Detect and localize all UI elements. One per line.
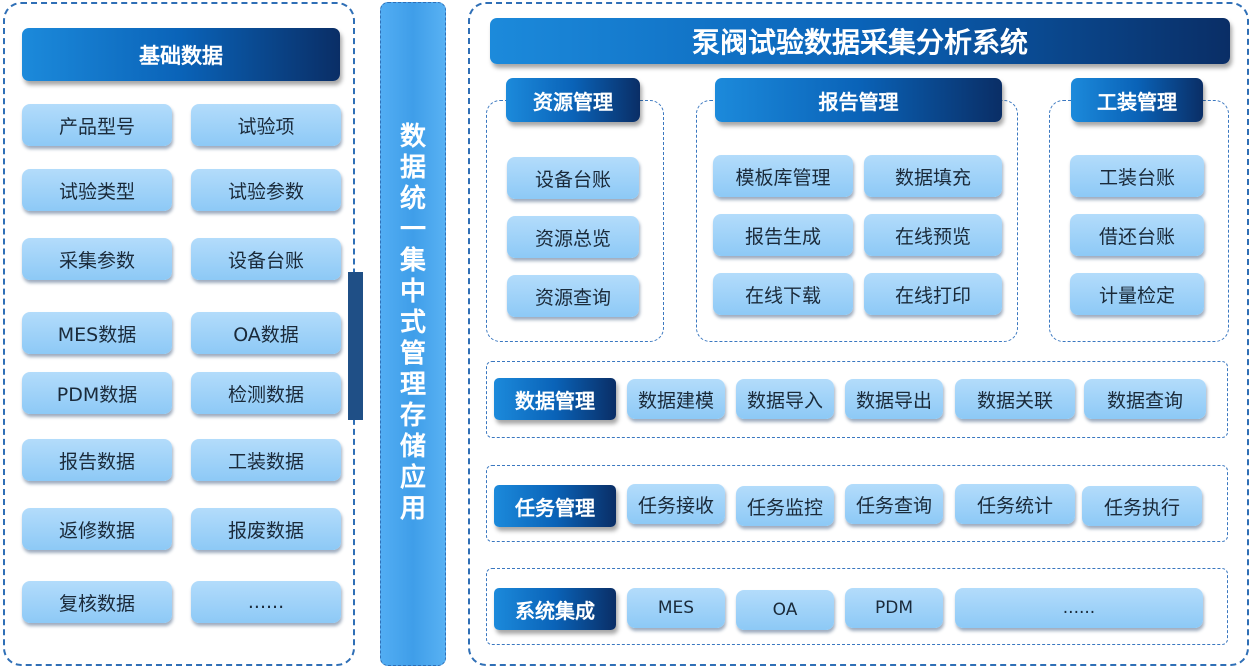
resource-header: 资源管理 xyxy=(506,78,640,122)
report-item-template-library[interactable]: 模板库管理 xyxy=(713,155,853,197)
report-item-download[interactable]: 在线下载 xyxy=(713,273,853,315)
basic-item-repair-data[interactable]: 返修数据 xyxy=(22,508,172,550)
data-item-query[interactable]: 数据查询 xyxy=(1084,379,1206,419)
data-mgmt-row xyxy=(486,361,1228,438)
strip-char: 数 xyxy=(399,122,426,152)
resource-item-overview[interactable]: 资源总览 xyxy=(507,216,639,258)
panel-divider xyxy=(348,272,363,420)
data-item-export[interactable]: 数据导出 xyxy=(845,379,943,419)
basic-item-more[interactable]: ...... xyxy=(191,581,341,623)
strip-char: 式 xyxy=(399,308,426,338)
integration-header: 系统集成 xyxy=(494,588,616,630)
basic-item-test-type[interactable]: 试验类型 xyxy=(22,169,172,211)
task-item-receive[interactable]: 任务接收 xyxy=(627,484,725,524)
strip-char: 储 xyxy=(399,432,426,462)
basic-item-pdm-data[interactable]: PDM数据 xyxy=(22,372,172,414)
basic-item-review-data[interactable]: 复核数据 xyxy=(22,581,172,623)
basic-item-oa-data[interactable]: OA数据 xyxy=(191,312,341,354)
data-mgmt-header: 数据管理 xyxy=(494,378,616,420)
basic-item-mes-data[interactable]: MES数据 xyxy=(22,312,172,354)
strip-char: 集 xyxy=(399,246,426,276)
resource-item-equipment-ledger[interactable]: 设备台账 xyxy=(507,157,639,199)
data-item-modeling[interactable]: 数据建模 xyxy=(627,379,725,419)
data-item-import[interactable]: 数据导入 xyxy=(736,379,834,419)
task-mgmt-header: 任务管理 xyxy=(494,485,616,527)
tooling-item-ledger[interactable]: 工装台账 xyxy=(1070,155,1204,197)
report-item-generate[interactable]: 报告生成 xyxy=(713,214,853,256)
basic-data-header: 基础数据 xyxy=(22,28,340,81)
task-item-execute[interactable]: 任务执行 xyxy=(1082,486,1202,526)
basic-item-test-item[interactable]: 试验项 xyxy=(191,104,341,146)
strip-char: 统 xyxy=(399,184,426,214)
system-panel xyxy=(468,2,1249,666)
tooling-header: 工装管理 xyxy=(1071,78,1203,122)
strip-char: 应 xyxy=(399,463,426,493)
strip-char: 据 xyxy=(399,153,426,183)
system-title: 泵阀试验数据采集分析系统 xyxy=(490,18,1230,64)
basic-item-test-params[interactable]: 试验参数 xyxy=(191,169,341,211)
strip-char: 用 xyxy=(399,494,426,524)
unified-storage-label: 数 据 统 一 集 中 式 管 理 存 储 应 用 xyxy=(380,122,446,525)
report-item-preview[interactable]: 在线预览 xyxy=(864,214,1002,256)
basic-item-scrap-data[interactable]: 报废数据 xyxy=(191,508,341,550)
basic-item-collect-params[interactable]: 采集参数 xyxy=(22,238,172,280)
strip-char: 存 xyxy=(399,401,426,431)
integration-row xyxy=(486,568,1228,645)
task-mgmt-row xyxy=(486,465,1228,542)
data-item-association[interactable]: 数据关联 xyxy=(955,379,1075,419)
basic-item-product-model[interactable]: 产品型号 xyxy=(22,104,172,146)
tooling-item-borrow-return[interactable]: 借还台账 xyxy=(1070,214,1204,256)
strip-char: 一 xyxy=(399,215,426,245)
report-item-data-fill[interactable]: 数据填充 xyxy=(864,155,1002,197)
task-item-statistics[interactable]: 任务统计 xyxy=(955,484,1075,524)
basic-item-equipment-ledger[interactable]: 设备台账 xyxy=(191,238,341,280)
strip-char: 理 xyxy=(399,370,426,400)
integration-item-mes[interactable]: MES xyxy=(627,588,725,628)
report-header: 报告管理 xyxy=(715,78,1002,122)
basic-item-report-data[interactable]: 报告数据 xyxy=(22,439,172,481)
tooling-item-calibration[interactable]: 计量检定 xyxy=(1070,273,1204,315)
task-item-monitor[interactable]: 任务监控 xyxy=(736,486,834,526)
unified-storage-strip xyxy=(380,2,446,666)
resource-item-query[interactable]: 资源查询 xyxy=(507,275,639,317)
basic-item-tooling-data[interactable]: 工装数据 xyxy=(191,439,341,481)
task-item-query[interactable]: 任务查询 xyxy=(845,484,943,524)
integration-item-more[interactable]: ...... xyxy=(955,588,1203,628)
integration-item-oa[interactable]: OA xyxy=(736,590,834,630)
integration-item-pdm[interactable]: PDM xyxy=(845,588,943,628)
basic-item-inspection-data[interactable]: 检测数据 xyxy=(191,372,341,414)
strip-char: 中 xyxy=(399,277,426,307)
strip-char: 管 xyxy=(399,339,426,369)
report-item-print[interactable]: 在线打印 xyxy=(864,273,1002,315)
